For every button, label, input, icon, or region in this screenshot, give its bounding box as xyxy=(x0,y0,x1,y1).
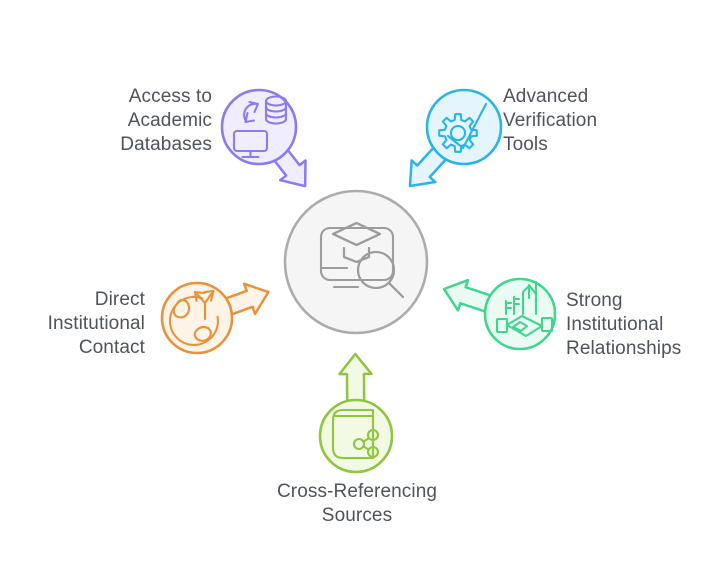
node-cross-referencing xyxy=(318,352,394,474)
node-circle xyxy=(220,88,298,166)
label-institutional-relationships: Strong Institutional Relationships xyxy=(566,290,682,359)
book-share-icon xyxy=(331,408,380,460)
node-institutional-relationships xyxy=(442,277,557,351)
node-verification-tools xyxy=(408,88,503,188)
handshake-buildings-icon xyxy=(495,280,554,338)
label-institutional-contact: Direct Institutional Contact xyxy=(47,289,145,358)
label-academic-databases: Access to Academic Databases xyxy=(120,86,212,155)
label-verification-tools: Advanced Verification Tools xyxy=(503,86,598,155)
node-academic-databases xyxy=(220,88,307,188)
label-cross-referencing: Cross-Referencing Sources xyxy=(276,481,438,526)
database-sync-icon xyxy=(232,95,288,159)
academic-document-search-icon xyxy=(319,221,405,299)
globe-directions-icon xyxy=(168,289,220,346)
center-node xyxy=(283,189,429,335)
node-circle xyxy=(483,277,557,351)
node-institutional-contact xyxy=(160,281,270,355)
node-circle xyxy=(425,88,503,166)
gear-check-icon xyxy=(438,102,488,153)
